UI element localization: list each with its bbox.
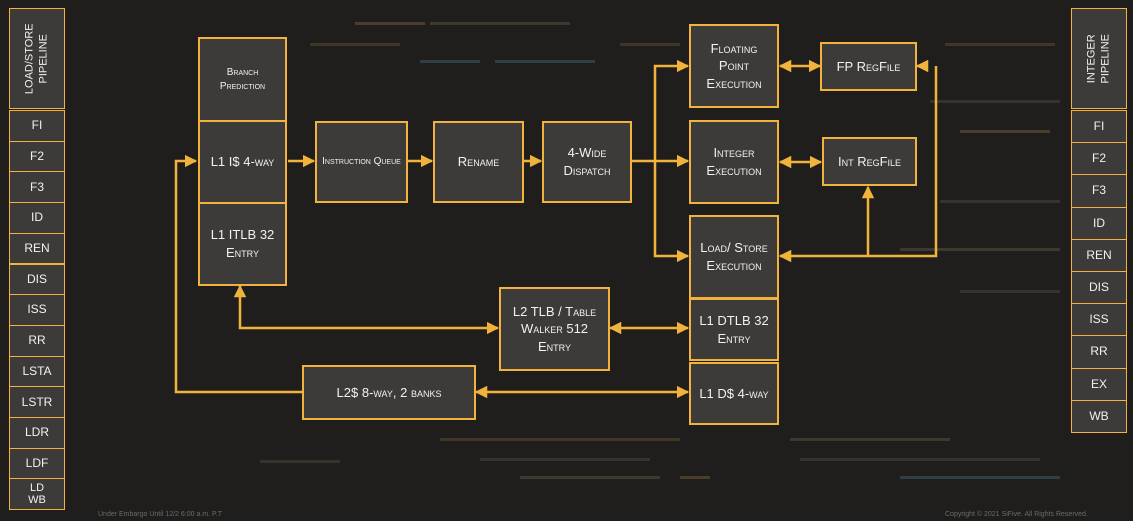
left-pipeline-stage: LDR	[9, 417, 65, 449]
left-pipeline-stage: RR	[9, 324, 65, 357]
right-pipeline-stage: FI	[1071, 110, 1127, 144]
right-pipeline-stage: DIS	[1071, 271, 1127, 305]
fp-regfile-block: FP RegFile	[820, 42, 917, 91]
right-pipeline-stage: ID	[1071, 206, 1127, 240]
left-pipeline-stage: FI	[9, 110, 65, 142]
right-pipeline-stage: ISS	[1071, 303, 1127, 337]
dispatch-block: 4-Wide Dispatch	[542, 121, 632, 203]
rename-block: Rename	[433, 121, 524, 203]
arrow-dispatch-to-fp	[653, 59, 690, 161]
left-pipeline-stage: LSTA	[9, 355, 65, 388]
l2-cache-block: L2$ 8-way, 2 banks	[302, 365, 476, 420]
l2-tlb-block: L2 TLB / Table Walker 512 Entry	[499, 287, 610, 371]
left-pipeline-stage: LD WB	[9, 478, 65, 511]
left-pipeline-stage: ISS	[9, 294, 65, 326]
right-pipeline-stage: REN	[1071, 238, 1127, 272]
fp-execution-block: Floating Point Execution	[689, 24, 779, 108]
right-pipeline-title: INTEGER PIPELINE	[1071, 8, 1127, 109]
arrow-dispatch-to-ls	[653, 161, 690, 263]
right-pipeline-stage: EX	[1071, 367, 1127, 401]
left-pipeline-title: LOAD/STORE PIPELINE	[9, 8, 65, 109]
left-pipeline-stage: LSTR	[9, 386, 65, 418]
arrow-itlb-l2tlb	[233, 284, 500, 335]
left-pipeline-stage: F3	[9, 171, 65, 204]
branch-prediction-block: Branch Prediction	[198, 37, 287, 122]
left-pipeline-stage: F2	[9, 140, 65, 173]
right-pipeline-stage: F3	[1071, 174, 1127, 208]
l1-icache-block: L1 I$ 4-way	[198, 120, 287, 204]
left-pipeline-stage: ID	[9, 202, 65, 234]
right-pipeline-stage: WB	[1071, 399, 1127, 433]
left-pipeline-stage: DIS	[9, 263, 65, 296]
int-regfile-block: Int RegFile	[822, 137, 917, 186]
int-execution-block: Integer Execution	[689, 120, 779, 204]
footer-embargo: Under Embargo Until 12/2 6:00 a.m. P.T	[98, 511, 222, 518]
right-pipeline-stage: RR	[1071, 335, 1127, 369]
arrow-ls-to-regfiles	[778, 66, 938, 263]
right-pipeline-stage: F2	[1071, 142, 1127, 176]
instruction-queue-block: Instruction Queue	[315, 121, 408, 203]
left-pipeline-stage: LDF	[9, 447, 65, 480]
footer-copyright: Copyright © 2021 SiFive. All Rights Rese…	[945, 511, 1088, 518]
left-pipeline-stage: REN	[9, 232, 65, 265]
l1-dcache-block: L1 D$ 4-way	[689, 362, 779, 425]
arrow-l2-to-l1i	[174, 154, 302, 394]
l1-itlb-block: L1 ITLB 32 Entry	[198, 202, 287, 286]
ls-execution-block: Load/ Store Execution	[689, 215, 779, 299]
l1-dtlb-block: L1 DTLB 32 Entry	[689, 298, 779, 361]
